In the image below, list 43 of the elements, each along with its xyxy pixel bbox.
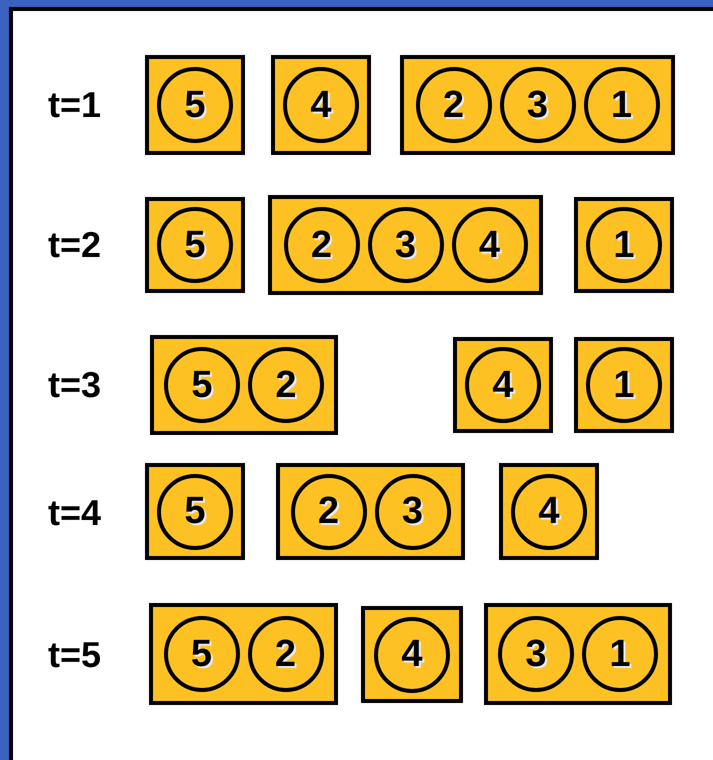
- group-box: [271, 55, 371, 155]
- number-circle: 3: [498, 616, 574, 692]
- number-circle: 1: [582, 616, 658, 692]
- group-box: [149, 603, 338, 705]
- number-circle: 2: [248, 616, 324, 692]
- time-step-label: t=1: [48, 85, 102, 125]
- group-box: [574, 337, 674, 433]
- number-circle: 4: [511, 474, 587, 550]
- number-circle: 2: [290, 474, 366, 550]
- number-circle: 5: [164, 347, 240, 423]
- group-box: [145, 55, 245, 155]
- number-circle: 2: [248, 347, 324, 423]
- number-circle: 5: [157, 67, 233, 143]
- group-box: [574, 197, 674, 293]
- group-box: [145, 197, 245, 293]
- group-box: [453, 337, 553, 433]
- time-step-label: t=2: [48, 225, 102, 265]
- number-circle: 2: [416, 67, 492, 143]
- number-circle: 4: [374, 616, 450, 692]
- number-circle: 1: [584, 67, 660, 143]
- number-circle: 4: [465, 347, 541, 423]
- number-circle: 4: [452, 207, 528, 283]
- group-box: [268, 195, 543, 295]
- number-circle: 1: [586, 207, 662, 283]
- number-circle: 2: [284, 207, 360, 283]
- group-box: [150, 335, 338, 435]
- number-circle: 4: [283, 67, 359, 143]
- number-circle: 5: [157, 474, 233, 550]
- group-box: [276, 463, 465, 560]
- group-box: [145, 463, 245, 560]
- number-circle: 3: [374, 474, 450, 550]
- group-box: [484, 603, 672, 705]
- number-circle: 3: [500, 67, 576, 143]
- group-box: [361, 606, 463, 703]
- time-step-label: t=5: [48, 635, 102, 675]
- number-circle: 5: [164, 616, 240, 692]
- number-circle: 3: [368, 207, 444, 283]
- group-box: [400, 55, 675, 155]
- time-step-label: t=4: [48, 493, 102, 533]
- number-circle: 1: [586, 347, 662, 423]
- number-circle: 5: [157, 207, 233, 283]
- time-step-label: t=3: [48, 365, 102, 405]
- group-box: [499, 463, 599, 560]
